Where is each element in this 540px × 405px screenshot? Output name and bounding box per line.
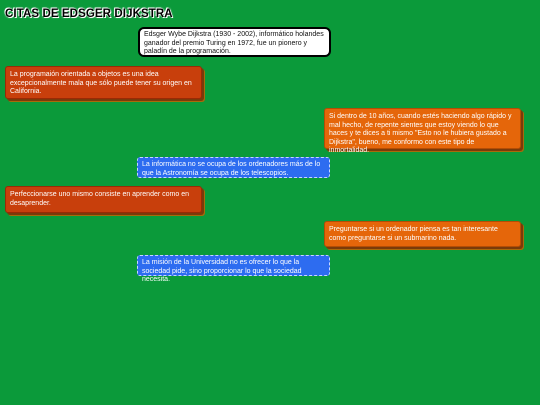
- quote-node-unlearn[interactable]: Perfeccionarse uno mismo consiste en apr…: [5, 186, 202, 213]
- quote-node-oop[interactable]: La programaión orientada a objetos es un…: [5, 66, 202, 99]
- quote-node-astronomy[interactable]: La informática no se ocupa de los ordena…: [137, 157, 330, 178]
- page-title: CITAS DE EDSGER DIJKSTRA: [5, 8, 173, 20]
- quote-node-submarine[interactable]: Preguntarse si un ordenador piensa es ta…: [324, 221, 521, 247]
- bio-node[interactable]: Edsger Wybe Dijkstra (1930 - 2002), info…: [138, 27, 331, 57]
- quote-node-immortality[interactable]: Si dentro de 10 años, cuando estés hacie…: [324, 108, 521, 154]
- quote-node-university[interactable]: La misión de la Universidad no es ofrece…: [137, 255, 330, 283]
